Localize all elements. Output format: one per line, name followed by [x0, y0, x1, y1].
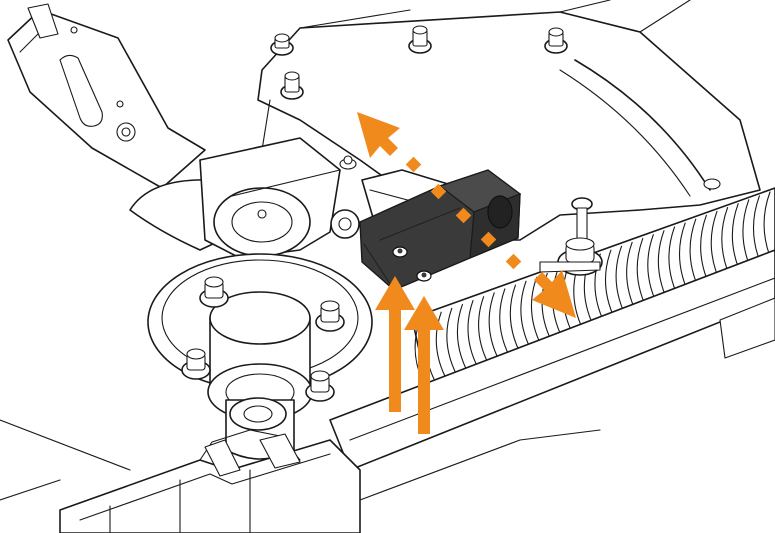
sensor-screw	[416, 270, 432, 282]
sensor-screw	[392, 246, 408, 258]
upward-insertion-arrow-icon	[404, 296, 444, 434]
stud-bolt	[539, 197, 603, 276]
flange-bolt	[305, 370, 335, 402]
left-frame-rail	[7, 3, 206, 189]
housing-screw	[280, 71, 304, 100]
mounting-bracket	[129, 137, 341, 259]
lead-screw-rail	[329, 187, 775, 471]
housing-screw	[544, 27, 568, 54]
upward-insertion-arrow-icon	[375, 276, 415, 412]
frame-slot	[59, 54, 103, 127]
motion-indicators	[357, 112, 576, 434]
diagonal-slide-arrow-icon	[357, 112, 576, 318]
flange-bolt	[315, 300, 345, 332]
housing-screw	[408, 25, 432, 54]
flange-bolt	[181, 348, 211, 380]
housing-screw	[703, 178, 721, 190]
motor-flange	[147, 253, 373, 460]
base-frame	[0, 419, 601, 533]
flange-bolt	[199, 276, 229, 308]
housing-screw	[339, 155, 357, 170]
upper-housing	[257, 0, 761, 241]
sensor-block	[359, 169, 522, 291]
housing-screw	[270, 33, 294, 56]
